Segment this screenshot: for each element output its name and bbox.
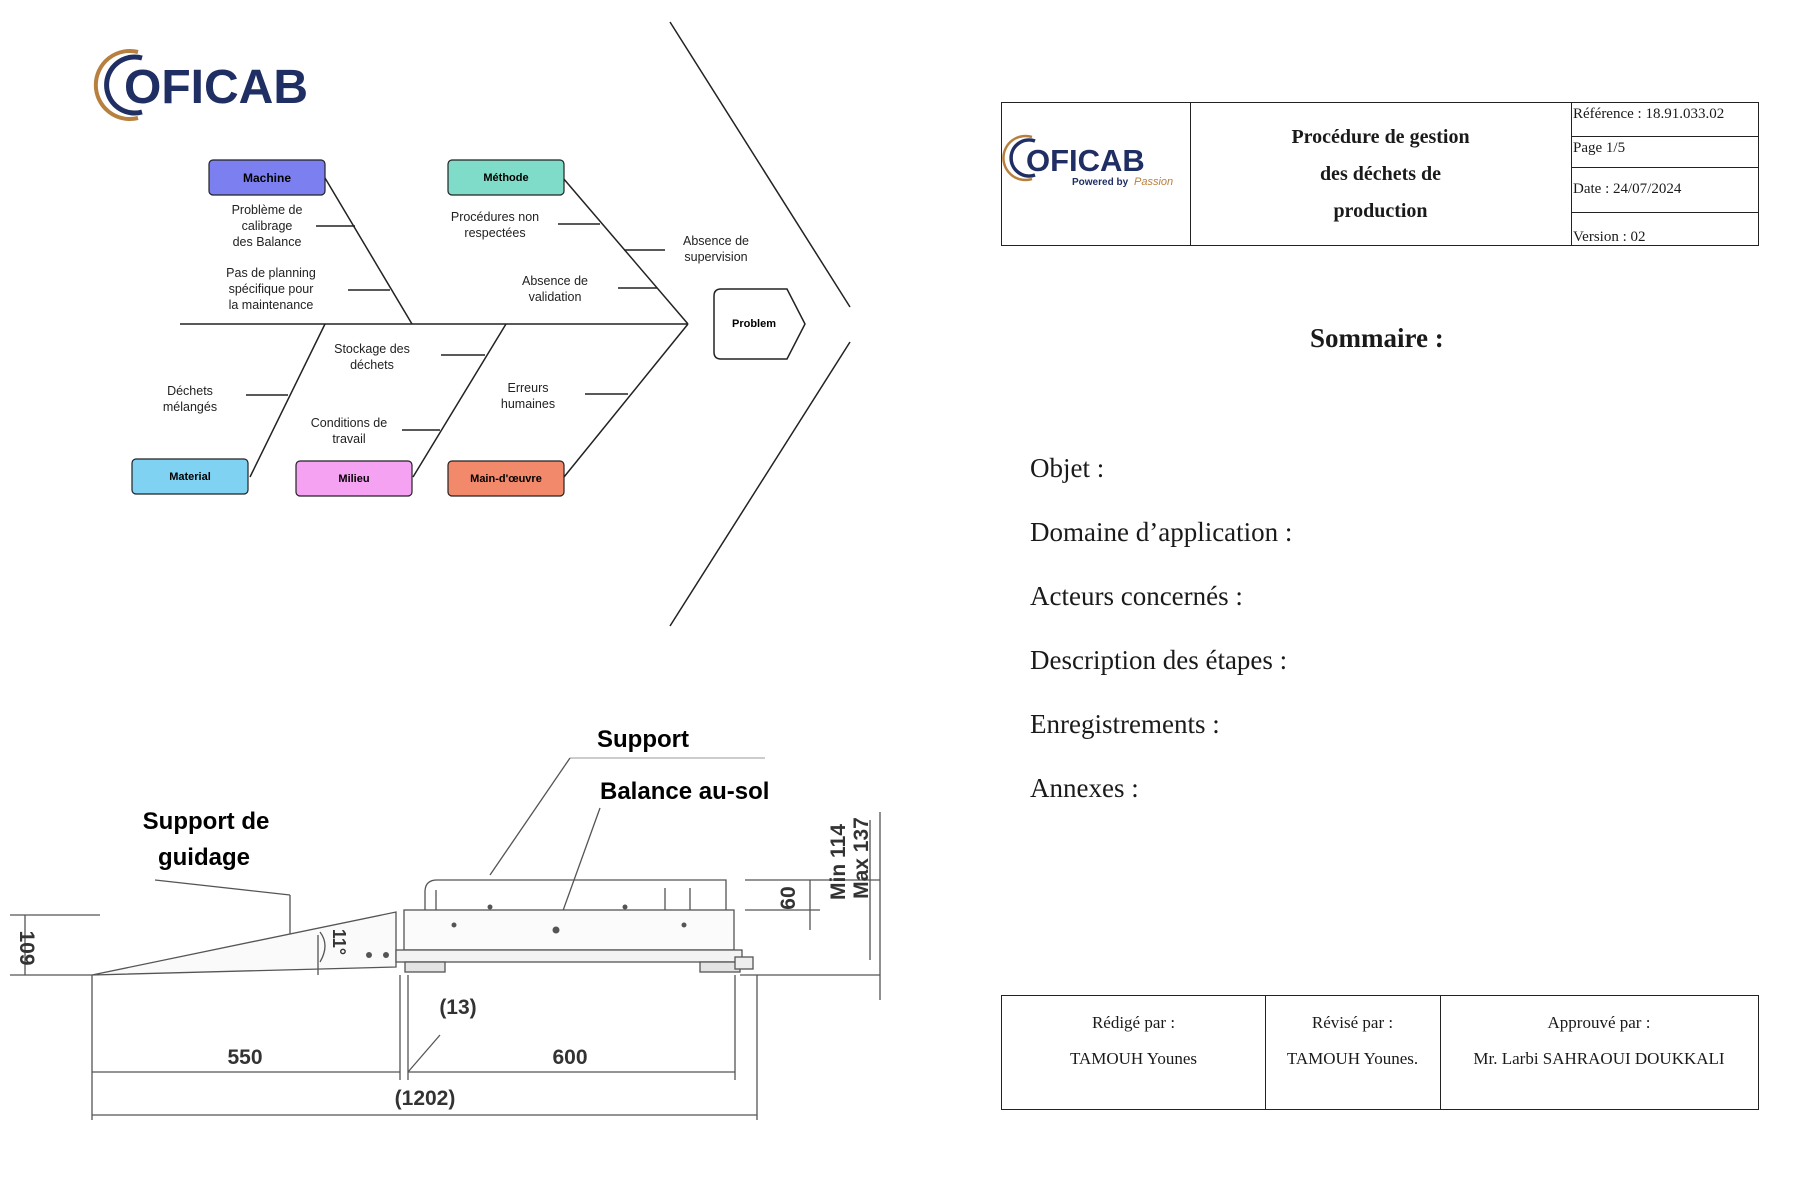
problem-box (713, 288, 806, 360)
cause-text: humaines (501, 397, 555, 411)
cause-text: déchets (350, 358, 394, 372)
dim-1202: (1202) (395, 1087, 456, 1110)
dim-min: Min 114 (827, 824, 850, 900)
cause-text: Conditions de (311, 416, 387, 430)
coficab-logo-large: OFICAB (93, 49, 308, 121)
category-milieu-label: Milieu (338, 473, 369, 485)
cause-text: Procédures non (451, 210, 539, 224)
approuve-label: Approuvé par : (1547, 1013, 1651, 1032)
header-meta-cell: Référence : 18.91.033.02 Page 1/5 Date :… (1571, 103, 1759, 245)
dim-13: (13) (439, 996, 476, 1019)
problem-label: Problem (732, 318, 776, 330)
dim-60: 60 (777, 886, 800, 909)
logo-text-small: OFICAB (1026, 143, 1145, 178)
cause-text: calibrage (242, 219, 293, 233)
cause-text: Erreurs (508, 381, 549, 395)
dim-angle: 11° (329, 929, 349, 955)
signature-cell-approuve: Approuvé par : Mr. Larbi SAHRAOUI DOUKKA… (1440, 996, 1758, 1109)
scale-technical-drawing: Support Balance au-sol Support de guidag… (10, 726, 881, 1120)
document-title-line: Procédure de gestion (1291, 125, 1470, 148)
document-title-line: production (1333, 199, 1428, 222)
header-logo-cell: OFICAB Powered by Passion (1002, 103, 1191, 245)
logo-tagline-prefix: Powered by (1072, 177, 1129, 188)
label-support: Support (597, 726, 689, 753)
signature-cell-redige: Rédigé par : TAMOUH Younes (1002, 996, 1266, 1109)
toc-item-acteurs: Acteurs concernés : (1030, 581, 1243, 611)
cause-text: mélangés (163, 400, 217, 414)
cause-text: Stockage des (334, 342, 410, 356)
category-machine-box (208, 159, 326, 196)
fishbone-diagram: Problem Machine Méthode Material Milieu … (131, 21, 851, 627)
logo-tagline-script: Passion (1134, 176, 1173, 188)
reference-field: Référence : 18.91.033.02 (1571, 103, 1759, 137)
dim-550: 550 (227, 1046, 262, 1069)
cause-text: supervision (684, 250, 747, 264)
category-main-oeuvre-label: Main-d'œuvre (470, 473, 542, 485)
dim-max: Max 137 (850, 817, 873, 899)
cause-text: spécifique pour (229, 282, 314, 296)
revise-label: Révisé par : (1311, 1013, 1394, 1032)
cause-text: respectées (464, 226, 525, 240)
dim-600: 600 (552, 1046, 587, 1069)
category-methode-label: Méthode (483, 172, 528, 184)
category-milieu-box (295, 460, 413, 497)
category-machine-label: Machine (243, 171, 291, 185)
page-field: Page 1/5 (1571, 137, 1759, 168)
dim-109: 109 (15, 930, 38, 965)
cause-text: validation (529, 290, 582, 304)
cause-text: Absence de (522, 274, 588, 288)
redige-label: Rédigé par : (1091, 1013, 1176, 1032)
toc-item-annexes: Annexes : (1030, 773, 1139, 803)
cause-text: Problème de (232, 203, 303, 217)
category-methode-box (447, 159, 565, 196)
cause-text: Pas de planning (226, 266, 316, 280)
category-material-box (131, 458, 249, 495)
cause-text: la maintenance (229, 298, 314, 312)
coficab-logo-small: OFICAB Powered by Passion (1002, 134, 1173, 188)
signature-cell-revise: Révisé par : TAMOUH Younes. (1265, 996, 1441, 1109)
cause-text: Absence de (683, 234, 749, 248)
version-field: Version : 02 (1573, 229, 1646, 245)
approuve-name: Mr. Larbi SAHRAOUI DOUKKALI (1473, 1049, 1725, 1068)
toc-item-enregistrements: Enregistrements : (1030, 709, 1220, 739)
logo-text: OFICAB (124, 61, 308, 114)
sommaire-title: Sommaire : (1310, 323, 1444, 353)
document-header-table: OFICAB Powered by Passion Procédure de g… (1001, 102, 1759, 246)
label-support-guidage-1: Support de (143, 808, 270, 835)
revise-name: TAMOUH Younes. (1286, 1049, 1419, 1068)
label-balance: Balance au-sol (600, 778, 769, 805)
toc-item-objet: Objet : (1030, 453, 1105, 483)
document-title-line: des déchets de (1319, 162, 1442, 185)
cause-text: des Balance (233, 235, 302, 249)
category-material-label: Material (169, 471, 211, 483)
signature-table: Rédigé par : TAMOUH Younes Révisé par : … (1001, 995, 1759, 1110)
toc-item-description: Description des étapes : (1030, 645, 1288, 675)
toc-item-domaine: Domaine d’application : (1030, 517, 1293, 547)
cause-text: Déchets (167, 384, 213, 398)
date-field: Date : 24/07/2024 (1571, 168, 1759, 213)
header-title-cell: Procédure de gestion des déchets de prod… (1190, 103, 1572, 245)
label-support-guidage-2: guidage (158, 844, 250, 871)
category-main-oeuvre-box (447, 460, 565, 497)
redige-name: TAMOUH Younes (1069, 1049, 1198, 1068)
cause-text: travail (332, 432, 365, 446)
